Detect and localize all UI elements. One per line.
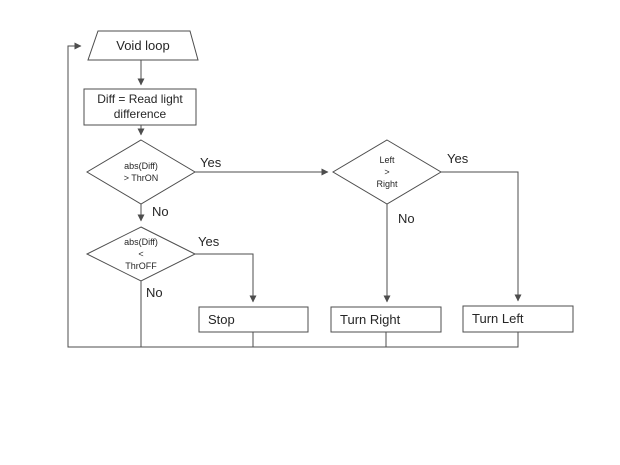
shape-read-diff-box — [83, 88, 197, 126]
node-read-light-difference: Diff = Read light difference — [97, 92, 183, 121]
shape-throff-diamond — [85, 226, 197, 282]
node-void-loop: Void loop — [116, 38, 170, 53]
shape-left-right-diamond — [332, 139, 442, 205]
edge-throff-yes-to-stop — [195, 253, 257, 303]
shape-thron-diamond — [86, 139, 196, 205]
node-check-thron: abs(Diff) > ThrON — [123, 161, 159, 183]
edge-label-thron-no: No — [152, 204, 169, 219]
node-turn-right: Turn Right — [340, 311, 401, 327]
node-turn-left: Turn Left — [472, 311, 524, 326]
shape-stop-box — [198, 306, 309, 333]
edge-return-to-voidloop — [67, 42, 519, 348]
shape-turn-right-box — [330, 306, 442, 333]
edge-label-left-right-yes: Yes — [447, 151, 469, 166]
edge-label-throff-yes: Yes — [198, 234, 220, 249]
edge-label-left-right-no: No — [398, 211, 415, 226]
shape-void-loop-trapezoid — [87, 30, 199, 61]
node-check-left-right: Left > Right — [376, 155, 398, 189]
edge-leftright-yes-to-turnleft — [441, 171, 522, 302]
shape-turn-left-box — [462, 305, 574, 333]
edge-label-throff-no: No — [146, 285, 163, 300]
node-check-throff: abs(Diff) < ThrOFF — [124, 237, 158, 271]
node-stop: Stop — [208, 311, 235, 327]
edge-label-thron-yes: Yes — [200, 155, 222, 170]
